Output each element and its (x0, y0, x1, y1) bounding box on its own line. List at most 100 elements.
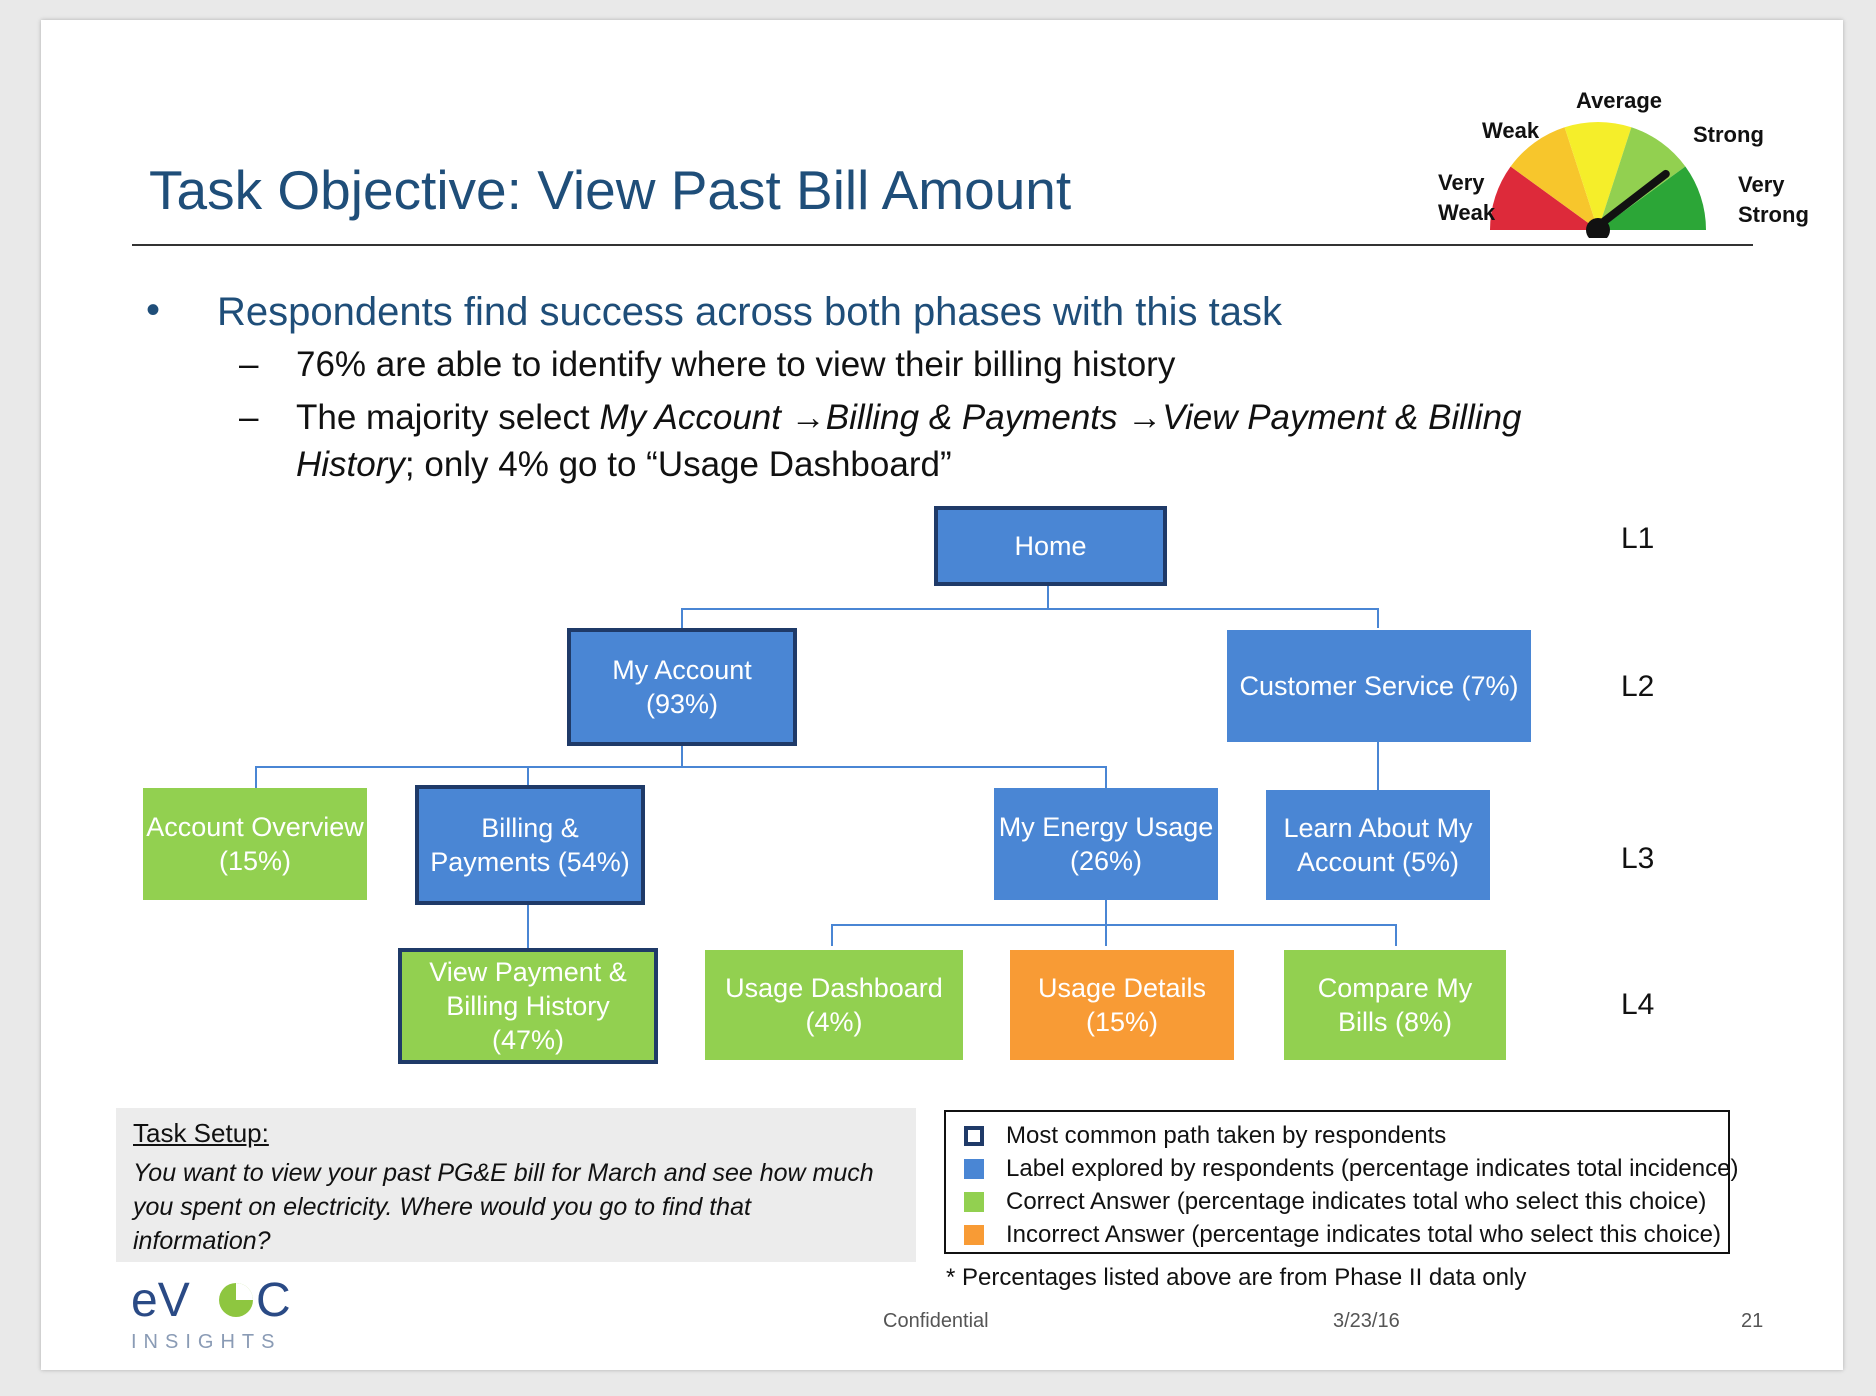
tree-node-compare-bills[interactable]: Compare My Bills (8%) (1284, 950, 1506, 1060)
connector (527, 766, 529, 788)
connector (255, 766, 1107, 768)
legend-label: Most common path taken by respondents (1006, 1122, 1447, 1149)
tree-node-billing-payments[interactable]: Billing & Payments (54%) (415, 785, 645, 905)
evoc-logo-graphic: eV C INSIGHTS (131, 1274, 291, 1353)
gauge-label-weak: Weak (1482, 118, 1540, 143)
level-label-l2: L2 (1621, 670, 1655, 703)
tree-node-my-account[interactable]: My Account (93%) (567, 628, 797, 746)
legend: Most common path taken by respondents La… (944, 1110, 1738, 1254)
connector (1105, 766, 1107, 788)
node-label: Account Overview (146, 812, 364, 842)
sub2-billing-payments: Billing & Payments (825, 398, 1118, 437)
svg-text:INSIGHTS: INSIGHTS (131, 1331, 281, 1352)
node-label: Billing & (481, 813, 579, 843)
connector (681, 742, 683, 768)
gauge-graphic (1490, 122, 1706, 242)
tree-node-usage-details[interactable]: Usage Details (15%) (1010, 950, 1234, 1060)
connector (681, 608, 683, 628)
gauge-segment-weak (1510, 127, 1598, 230)
legend-label: Incorrect Answer (percentage indicates t… (1006, 1221, 1722, 1248)
task-setup-text: You want to view your past PG&E bill for… (133, 1159, 874, 1255)
connector (527, 904, 529, 970)
sub-bullet-dash-1: – (239, 345, 259, 384)
gauge-label-very-weak: Very Weak (1438, 170, 1496, 225)
gauge-segment-very-strong (1598, 166, 1706, 230)
node-label: Account (5%) (1296, 847, 1460, 877)
node-label: Home (1014, 531, 1087, 561)
node-percent: (15%) (218, 846, 292, 876)
node-label: Payments (54%) (430, 847, 630, 877)
tree-node-customer-service[interactable]: Customer Service (7%) (1227, 630, 1531, 742)
node-label: Usage Dashboard (725, 973, 943, 1003)
tree-node-my-energy-usage[interactable]: My Energy Usage (26%) (994, 788, 1218, 900)
legend-label: Label explored by respondents (percentag… (1006, 1155, 1739, 1182)
connector (255, 766, 257, 788)
node-label: Compare My (1317, 973, 1473, 1003)
node-label: Learn About My (1283, 813, 1473, 843)
gauge-segment-very-weak (1490, 166, 1598, 230)
legend-swatch-correct (964, 1192, 984, 1212)
sub-bullet-2-line-1: The majority select My Account →Billing … (296, 398, 1522, 438)
sub-bullet-dash-2: – (239, 398, 259, 437)
node-label: View Payment & (429, 957, 627, 987)
node-label: Bills (8%) (1337, 1007, 1452, 1037)
gauge-label-strong: Strong (1693, 122, 1764, 147)
sub2-text-f: ; only 4% go to “Usage Dashboard” (404, 445, 952, 484)
node-label: Billing History (446, 991, 610, 1021)
bullet-main: Respondents find success across both pha… (217, 290, 1282, 334)
legend-label: Correct Answer (percentage indicates tot… (1006, 1188, 1707, 1215)
connector (1377, 608, 1379, 628)
tree-node-usage-dashboard[interactable]: Usage Dashboard (4%) (705, 950, 963, 1060)
connector (1377, 742, 1379, 790)
slide: Task Objective: View Past Bill Amount Ve… (41, 20, 1843, 1370)
node-label: Usage Details (1037, 973, 1207, 1003)
level-label-l3: L3 (1621, 842, 1655, 875)
level-label-l4: L4 (1621, 988, 1655, 1021)
node-percent: (15%) (1085, 1007, 1158, 1037)
legend-swatch-incorrect (964, 1225, 984, 1245)
gauge-needle (1594, 169, 1670, 230)
connector (1105, 900, 1107, 924)
svg-text:eV: eV (131, 1274, 190, 1327)
bullet-dot: • (146, 288, 161, 332)
footnote: * Percentages listed above are from Phas… (946, 1264, 1527, 1291)
tree-node-home[interactable]: Home (934, 506, 1167, 586)
node-label: My Energy Usage (998, 812, 1214, 842)
node-label: Customer Service (7%) (1239, 671, 1519, 701)
connector (1105, 924, 1107, 946)
footer-date: 3/23/16 (1333, 1310, 1400, 1332)
svg-text:C: C (256, 1274, 291, 1327)
task-setup-box (116, 1108, 916, 1262)
legend-swatch-path (964, 1126, 984, 1146)
node-percent: (47%) (491, 1025, 564, 1055)
level-label-l1: L1 (1621, 522, 1655, 555)
footer-page-number: 21 (1741, 1310, 1764, 1332)
gauge-label-average: Average (1576, 88, 1663, 113)
tree-node-account-overview[interactable]: Account Overview (15%) (143, 788, 367, 900)
node-label: My Account (612, 655, 752, 685)
node-percent: (93%) (645, 689, 719, 719)
sub-bullet-2-line-2: History; only 4% go to “Usage Dashboard” (296, 445, 952, 485)
node-percent: (26%) (1069, 846, 1143, 876)
title-divider (132, 244, 1753, 246)
node-percent: (4%) (805, 1007, 863, 1037)
tree-node-learn-about[interactable]: Learn About My Account (5%) (1266, 790, 1490, 900)
sub2-text-a: The majority select (296, 398, 600, 437)
sub-bullet-1: 76% are able to identify where to view t… (296, 345, 1176, 384)
sub2-my-account: My Account (599, 398, 781, 437)
tree-node-view-payment[interactable]: View Payment & Billing History (47%) (398, 948, 658, 1064)
connector (831, 924, 1397, 926)
arrow-icon: → (1127, 398, 1163, 437)
gauge-segment-average (1564, 122, 1632, 230)
connector (681, 608, 1379, 610)
connector (1395, 924, 1397, 946)
evoc-logo: eV C INSIGHTS (131, 1272, 331, 1353)
connector (831, 924, 833, 946)
strength-gauge: Very Weak Weak Average Strong Very Stron… (1371, 68, 1821, 242)
arrow-icon: → (790, 398, 826, 437)
sub2-view-payment: View Payment & Billing (1162, 398, 1522, 437)
page-title: Task Objective: View Past Bill Amount (149, 159, 1072, 221)
footer-confidential: Confidential (883, 1310, 989, 1332)
task-setup-title: Task Setup: (133, 1118, 269, 1148)
sub2-history: History (296, 445, 405, 484)
